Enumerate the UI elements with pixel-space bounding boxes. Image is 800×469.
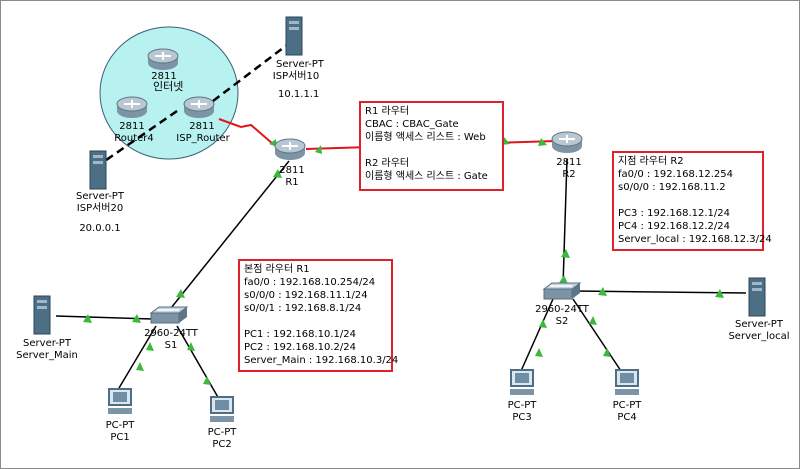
router-icon[interactable]: [549, 128, 585, 156]
s1-model: 2960-24TT: [144, 328, 198, 339]
pc3-type: PC-PT: [507, 400, 537, 411]
pc-icon[interactable]: [208, 395, 236, 425]
r1-name: R1: [285, 177, 299, 188]
note-line: 본점 라우터 R1: [244, 264, 310, 275]
note-line: [618, 194, 758, 207]
serial-link-isp-r1[interactable]: [218, 118, 274, 145]
router-top-model: 2811: [151, 71, 177, 82]
switch-icon[interactable]: [149, 305, 189, 327]
router4-name: Router4: [114, 133, 154, 144]
note-line: s0/0/0 : 192.168.11.1/24: [244, 290, 368, 301]
r2-info-note[interactable]: 지점 라우터 R2 fa0/0 : 192.168.12.254 s0/0/0 …: [612, 151, 772, 251]
isp-router-model: 2811: [189, 121, 215, 132]
note-line: PC4 : 192.168.12.2/24: [618, 221, 730, 232]
router-icon[interactable]: [272, 135, 308, 163]
router-icon[interactable]: [114, 93, 150, 121]
pc2-name: PC2: [212, 439, 232, 450]
r2-model: 2811: [556, 157, 582, 168]
note-line: Server_Main : 192.168.10.3/24: [244, 355, 399, 366]
note-line: fa0/0 : 192.168.10.254/24: [244, 277, 376, 288]
acl-note[interactable]: R1 라우터 CBAC : CBAC_Gate 이름형 액세스 리스트 : We…: [359, 101, 504, 191]
internet-cloud[interactable]: [99, 26, 239, 160]
note-line: s0/0/1 : 192.168.8.1/24: [244, 303, 362, 314]
pc2-type: PC-PT: [207, 427, 237, 438]
pc-icon[interactable]: [508, 368, 536, 398]
link-s2-pc3[interactable]: [520, 298, 554, 372]
link-isp10[interactable]: [212, 44, 288, 102]
isp10-type: Server-PT: [276, 59, 324, 70]
note-line: PC2 : 192.168.10.2/24: [244, 342, 356, 353]
link-s1-pc1[interactable]: [118, 325, 157, 389]
router-icon[interactable]: [145, 45, 181, 73]
server-local-type: Server-PT: [735, 319, 783, 330]
pc-icon[interactable]: [106, 387, 134, 417]
isp20-name: ISP서버20: [76, 203, 124, 214]
pc-icon[interactable]: [613, 368, 641, 398]
note-line: Server_local : 192.168.12.3/24: [618, 234, 772, 245]
s2-model: 2960-24TT: [535, 304, 589, 315]
note-line: 이름형 액세스 리스트 : Gate: [365, 171, 488, 182]
server-local-name: Server_local: [728, 331, 790, 342]
pc4-type: PC-PT: [612, 400, 642, 411]
note-line: 이름형 액세스 리스트 : Web: [365, 132, 486, 143]
note-line: [365, 144, 498, 157]
s2-name: S2: [555, 316, 569, 327]
server-main-name: Server_Main: [16, 350, 78, 361]
note-line: [244, 315, 387, 328]
note-line: R2 라우터: [365, 158, 410, 169]
r1-info-note[interactable]: 본점 라우터 R1 fa0/0 : 192.168.10.254/24 s0/0…: [238, 259, 399, 372]
note-line: CBAC : CBAC_Gate: [365, 119, 459, 130]
link-r2-s2[interactable]: [562, 158, 568, 287]
note-line: PC1 : 192.168.10.1/24: [244, 329, 356, 340]
router-icon[interactable]: [181, 93, 217, 121]
link-isp20[interactable]: [98, 109, 178, 167]
note-line: s0/0/0 : 192.168.11.2: [618, 182, 726, 193]
server-icon[interactable]: [87, 149, 109, 191]
router4-model: 2811: [119, 121, 145, 132]
server-icon[interactable]: [283, 15, 305, 57]
s1-name: S1: [164, 340, 178, 351]
note-line: R1 라우터: [365, 106, 410, 117]
isp20-ip: 20.0.0.1: [79, 223, 121, 234]
note-line: PC3 : 192.168.12.1/24: [618, 208, 730, 219]
note-line: 지점 라우터 R2: [618, 156, 684, 167]
link-s2-pc4[interactable]: [572, 298, 622, 372]
server-main-type: Server-PT: [23, 338, 71, 349]
server-icon[interactable]: [31, 294, 53, 336]
r2-name: R2: [562, 169, 576, 180]
isp10-ip: 10.1.1.1: [278, 89, 320, 100]
switch-icon[interactable]: [542, 281, 582, 303]
pc1-name: PC1: [110, 432, 130, 443]
server-icon[interactable]: [746, 276, 768, 318]
link-s1-pc2[interactable]: [176, 325, 220, 400]
r1-model: 2811: [279, 165, 305, 176]
note-line: fa0/0 : 192.168.12.254: [618, 169, 733, 180]
pc4-name: PC4: [617, 412, 637, 423]
pc1-type: PC-PT: [105, 420, 135, 431]
pc3-name: PC3: [512, 412, 532, 423]
link-r1-s1[interactable]: [166, 160, 290, 314]
isp20-type: Server-PT: [76, 191, 124, 202]
isp-router-name: ISP_Router: [176, 133, 230, 144]
isp10-name: ISP서버10: [272, 71, 320, 82]
internet-label: 인터넷: [153, 80, 184, 93]
